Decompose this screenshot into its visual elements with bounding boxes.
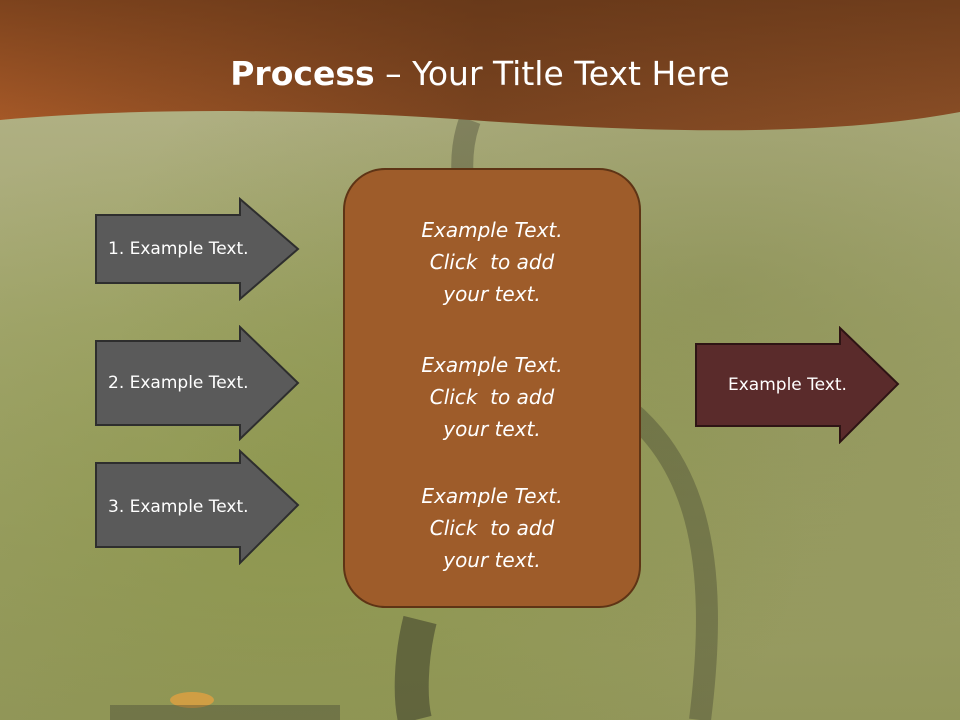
arrow-shape: [95, 197, 300, 301]
center-item-3-line3: your text.: [443, 548, 541, 572]
center-item-3-line2: Click to add: [429, 516, 555, 540]
arrow-shape: [95, 325, 300, 441]
center-item-3: Example Text. Click to add your text.: [345, 480, 639, 576]
page-title: Process – Your Title Text Here: [0, 54, 960, 93]
header-banner: [0, 0, 960, 131]
center-item-1: Example Text. Click to add your text.: [345, 214, 639, 310]
title-rest: – Your Title Text Here: [374, 54, 730, 93]
right-arrow[interactable]: Example Text.: [694, 326, 900, 444]
center-item-2-line2: Click to add: [429, 385, 555, 409]
left-arrow-3-label: 3. Example Text.: [108, 497, 249, 517]
title-bold: Process: [230, 54, 375, 93]
arrow-shape: [95, 449, 300, 565]
left-arrow-3[interactable]: 3. Example Text.: [94, 449, 300, 565]
center-item-1-line3: your text.: [443, 282, 541, 306]
left-arrow-1[interactable]: 1. Example Text.: [94, 197, 300, 301]
right-arrow-label: Example Text.: [728, 375, 847, 395]
center-item-2-line1: Example Text.: [421, 353, 563, 377]
left-arrow-2-label: 2. Example Text.: [108, 373, 249, 393]
center-item-3-line1: Example Text.: [421, 484, 563, 508]
center-content-box[interactable]: Example Text. Click to add your text. Ex…: [343, 168, 641, 608]
center-item-2: Example Text. Click to add your text.: [345, 349, 639, 445]
left-arrow-1-label: 1. Example Text.: [108, 239, 249, 259]
center-item-1-line2: Click to add: [429, 250, 555, 274]
center-item-2-line3: your text.: [443, 417, 541, 441]
left-arrow-2[interactable]: 2. Example Text.: [94, 325, 300, 441]
center-item-1-line1: Example Text.: [421, 218, 563, 242]
arrow-shape: [695, 326, 900, 444]
